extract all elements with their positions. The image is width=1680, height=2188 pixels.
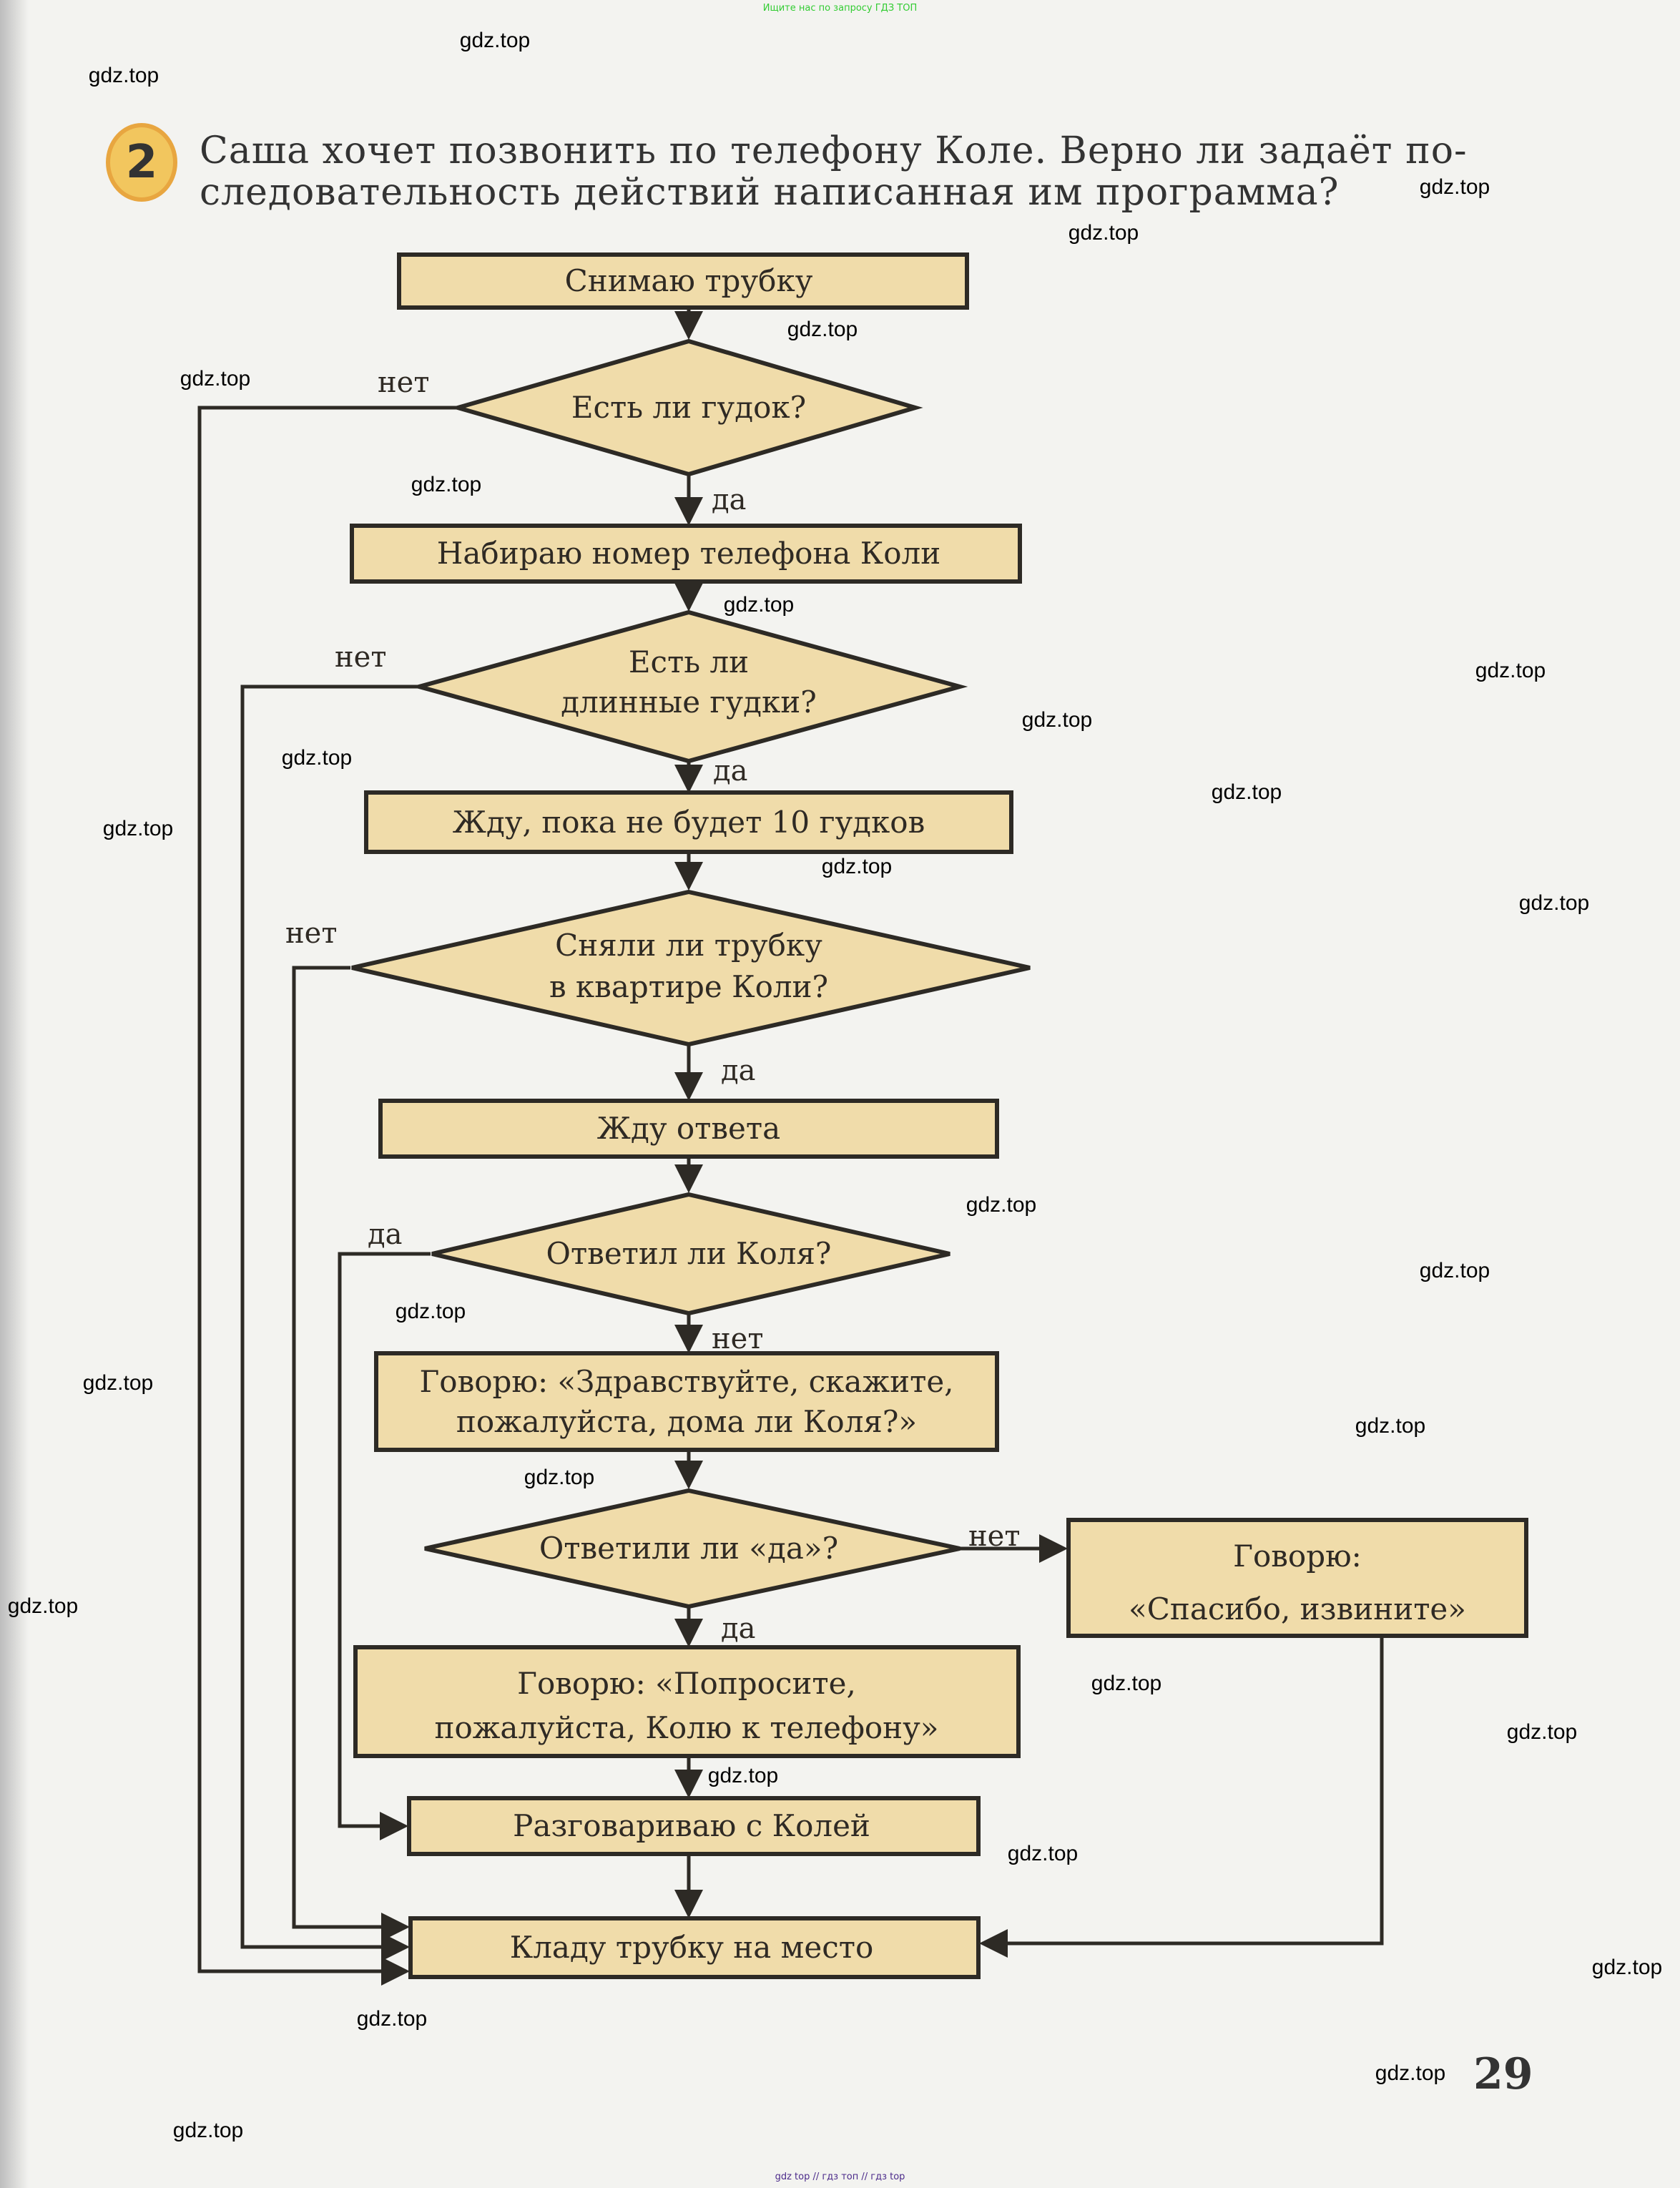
watermark: gdz.top xyxy=(966,1193,1037,1217)
step-pick-up: Снимаю трубку xyxy=(397,252,969,310)
top-note: Ищите нас по запросу ГДЗ ТОП xyxy=(762,3,918,14)
decision-kolya-answered: Ответил ли Коля? xyxy=(431,1192,950,1316)
svg-text:пожалуйста, дома ли Коля?»: пожалуйста, дома ли Коля?» xyxy=(456,1404,917,1439)
watermark: gdz.top xyxy=(1211,780,1282,804)
svg-text:«Спасибо, извините»: «Спасибо, извините» xyxy=(1129,1591,1466,1627)
watermark: gdz.top xyxy=(1419,175,1490,199)
svg-text:да: да xyxy=(721,1612,755,1645)
watermark: gdz.top xyxy=(395,1300,466,1323)
task-number-badge: 2 xyxy=(106,123,177,202)
svg-text:да: да xyxy=(713,755,747,788)
svg-text:нет: нет xyxy=(968,1520,1020,1553)
task-text: Саша хочет позвонить по телефону Коле. В… xyxy=(200,130,1544,213)
watermark: gdz.top xyxy=(1021,708,1093,732)
watermark: gdz.top xyxy=(1355,1414,1426,1438)
svg-text:Ответили ли «да»?: Ответили ли «да»? xyxy=(539,1531,838,1566)
step-wait-answer: Жду ответа xyxy=(378,1099,999,1159)
watermark: gdz.top xyxy=(1419,1259,1490,1282)
svg-text:нет: нет xyxy=(335,641,386,674)
svg-text:нет: нет xyxy=(285,917,337,950)
watermark: gdz.top xyxy=(1518,891,1590,915)
decision-answered-yes: Ответили ли «да»? xyxy=(424,1488,961,1609)
step-ask-for-kolya: Говорю: «Попросите, пожалуйста, Колю к т… xyxy=(353,1645,1021,1758)
decision-dial-tone: Есть ли гудок? xyxy=(450,338,923,477)
watermark: gdz.top xyxy=(82,1371,154,1395)
watermark: gdz.top xyxy=(180,367,251,391)
watermark: gdz.top xyxy=(1375,2061,1446,2085)
svg-text:Есть ли: Есть ли xyxy=(629,644,749,680)
watermark: gdz.top xyxy=(1007,1842,1079,1865)
svg-text:Говорю: «Попросите,: Говорю: «Попросите, xyxy=(517,1666,856,1701)
branch-labels: нет да нет да нет да да нет нет да xyxy=(285,366,1020,1645)
svg-text:Разговариваю с Колей: Разговариваю с Колей xyxy=(513,1808,870,1843)
watermark: gdz.top xyxy=(821,855,893,878)
svg-text:в квартире Коли?: в квартире Коли? xyxy=(549,969,828,1004)
watermark: gdz.top xyxy=(7,1594,79,1618)
step-say-hello: Говорю: «Здравствуйте, скажите, пожалуйс… xyxy=(374,1351,999,1452)
svg-text:нет: нет xyxy=(712,1323,763,1355)
step-wait-10-beeps: Жду, пока не будет 10 гудков xyxy=(364,790,1013,854)
svg-text:да: да xyxy=(712,484,746,516)
svg-text:Говорю: «Здравствуйте, скажите: Говорю: «Здравствуйте, скажите, xyxy=(419,1364,953,1399)
step-say-sorry: Говорю: «Спасибо, извините» xyxy=(1066,1518,1528,1638)
svg-text:Набираю номер телефона Коли: Набираю номер телефона Коли xyxy=(437,536,940,571)
watermark: gdz.top xyxy=(1091,1672,1162,1695)
footer-note: gdz top // гдз топ // гдз top xyxy=(775,2172,905,2182)
step-talk: Разговариваю с Колей xyxy=(407,1796,981,1856)
watermark: gdz.top xyxy=(88,64,159,87)
svg-text:Говорю:: Говорю: xyxy=(1233,1539,1362,1574)
watermark: gdz.top xyxy=(1475,659,1546,682)
svg-text:Жду ответа: Жду ответа xyxy=(597,1111,780,1146)
step-dial-number: Набираю номер телефона Коли xyxy=(350,524,1022,584)
svg-text:да: да xyxy=(721,1054,755,1087)
step-hang-up: Кладу трубку на место xyxy=(408,1916,981,1979)
svg-text:Сняли ли трубку: Сняли ли трубку xyxy=(555,928,822,963)
watermark: gdz.top xyxy=(281,746,353,770)
watermark: gdz.top xyxy=(356,2007,428,2031)
watermark: gdz.top xyxy=(172,2119,244,2142)
page-edge-shadow xyxy=(0,0,29,2188)
svg-text:длинные гудки?: длинные гудки? xyxy=(561,685,817,720)
watermark: gdz.top xyxy=(459,29,531,52)
svg-text:да: да xyxy=(368,1218,402,1251)
svg-text:пожалуйста, Колю к телефону»: пожалуйста, Колю к телефону» xyxy=(434,1710,938,1745)
task-line-2: следовательность действий написанная им … xyxy=(200,171,1340,214)
svg-text:Ответил ли Коля?: Ответил ли Коля? xyxy=(546,1236,832,1271)
decision-picked-up: Сняли ли трубку в квартире Коли? xyxy=(351,889,1031,1047)
page-number: 29 xyxy=(1473,2049,1533,2099)
svg-text:Есть ли гудок?: Есть ли гудок? xyxy=(571,390,806,425)
watermark: gdz.top xyxy=(411,473,482,496)
watermark: gdz.top xyxy=(707,1764,779,1787)
svg-text:Снимаю трубку: Снимаю трубку xyxy=(565,263,813,298)
svg-text:Кладу трубку на место: Кладу трубку на место xyxy=(510,1930,874,1965)
svg-text:нет: нет xyxy=(378,366,429,399)
watermark: gdz.top xyxy=(1506,1720,1578,1744)
decision-long-beeps: Есть ли длинные гудки? xyxy=(411,609,968,764)
watermark: gdz.top xyxy=(723,593,795,617)
connectors xyxy=(197,308,1384,1986)
watermark: gdz.top xyxy=(1591,1956,1663,1979)
task-line-1: Саша хочет позвонить по телефону Коле. В… xyxy=(200,129,1468,172)
svg-text:Жду, пока не будет 10 гудков: Жду, пока не будет 10 гудков xyxy=(453,805,925,840)
watermark: gdz.top xyxy=(524,1466,595,1489)
watermark: gdz.top xyxy=(102,817,174,840)
watermark: gdz.top xyxy=(787,318,858,341)
watermark: gdz.top xyxy=(1068,221,1139,245)
